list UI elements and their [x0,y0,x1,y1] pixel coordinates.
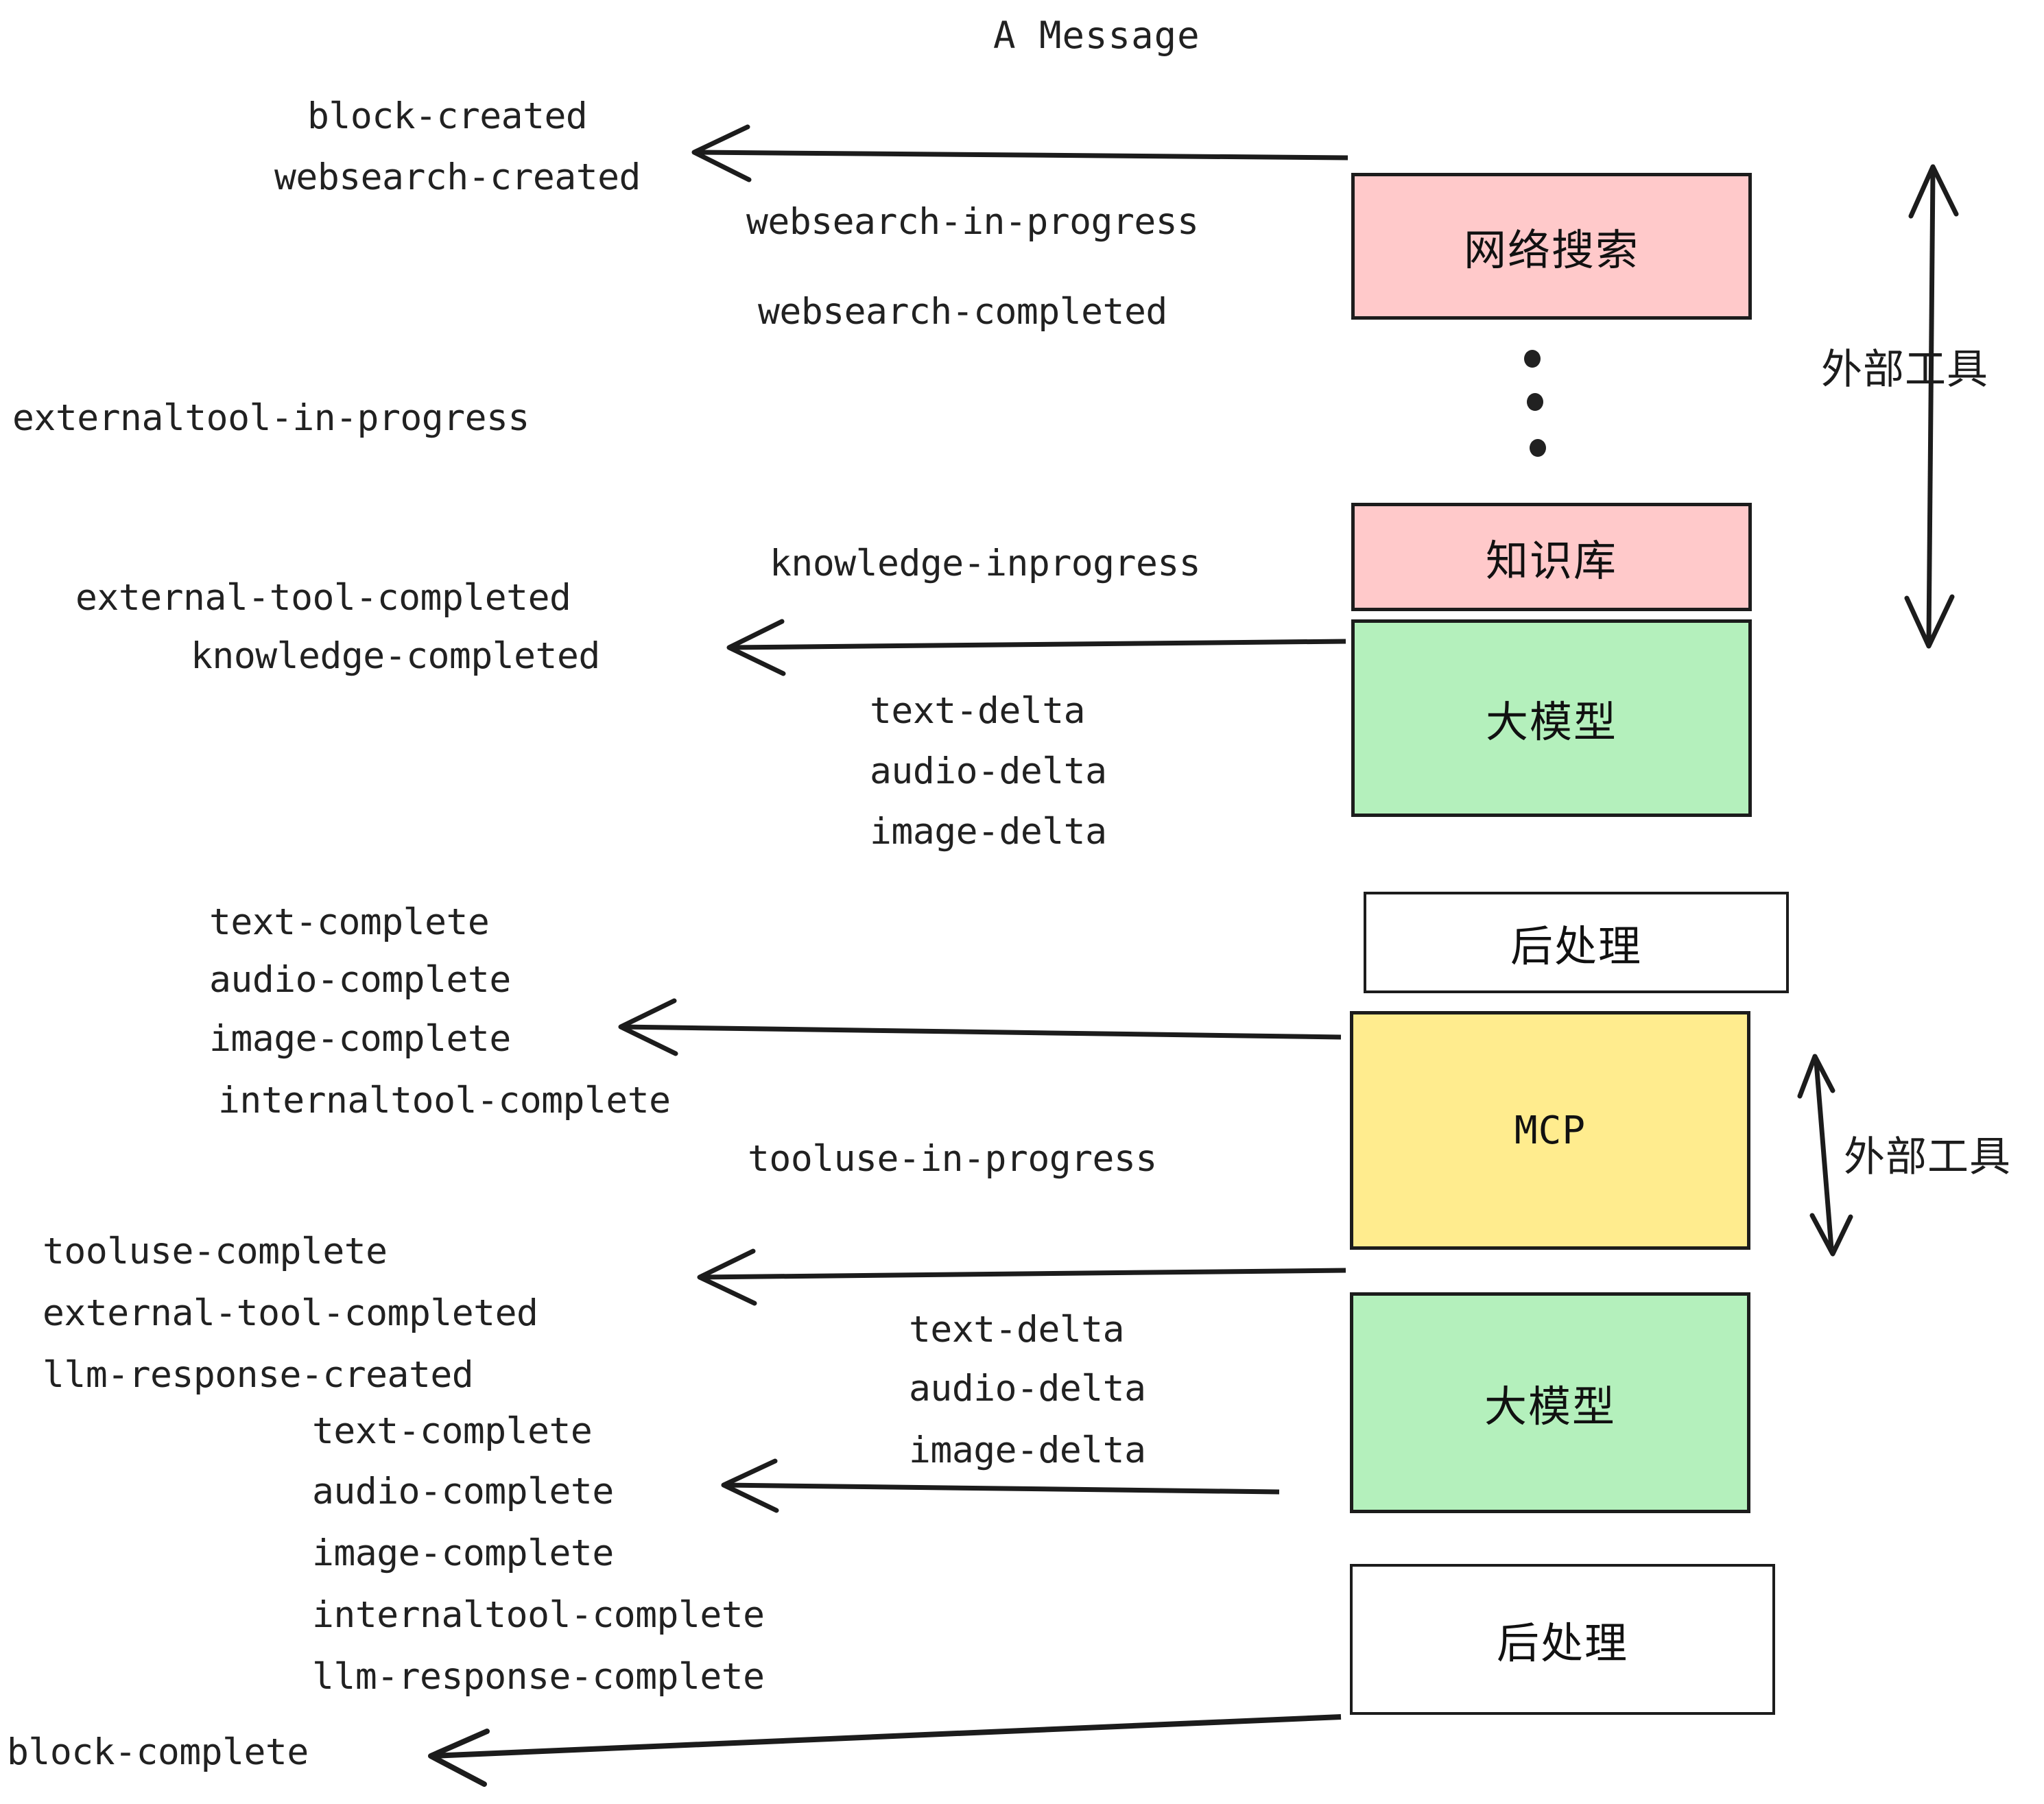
event-tooluse-complete: tooluse-complete [43,1231,388,1272]
arrow-websearch-to-block-created [691,124,1348,182]
node-postprocess-2-label: 后处理 [1496,1618,1628,1668]
side-label-external-tool-mid: 外部工具 [1844,1133,2011,1181]
event-text-delta-1: text-delta [870,690,1086,732]
node-mcp-label: MCP [1514,1108,1587,1153]
event-externaltool-in-progress: externaltool-in-progress [12,397,530,439]
event-llm-response-complete: llm-response-complete [312,1656,765,1698]
event-audio-delta-2: audio-delta [909,1368,1146,1410]
ellipsis-dot-1 [1524,350,1541,368]
arrow-llm2-to-audio-complete [721,1458,1280,1513]
node-postprocess-1-label: 后处理 [1510,921,1642,971]
event-image-complete-1: image-complete [209,1018,511,1060]
event-image-complete-2: image-complete [312,1532,614,1574]
arrow-post1-to-image-complete [618,998,1342,1056]
event-image-delta-2: image-delta [909,1429,1146,1471]
event-internaltool-complete-1: internaltool-complete [218,1080,671,1121]
event-text-complete-2: text-complete [312,1410,593,1452]
event-llm-response-created: llm-response-created [43,1354,474,1396]
event-internaltool-complete-2: internaltool-complete [312,1594,765,1636]
event-audio-complete-1: audio-complete [209,959,511,1001]
event-websearch-created: websearch-created [274,156,641,198]
arrow-post2-to-block-complete [428,1714,1342,1787]
node-llm-1-label: 大模型 [1485,697,1617,747]
arrow-mcp-to-tooluse-complete [697,1248,1346,1306]
event-block-created: block-created [307,95,588,137]
event-external-tool-completed-1: external-tool-completed [75,577,571,619]
node-knowledge[interactable]: 知识库 [1351,503,1752,611]
ellipsis-dot-2 [1527,393,1543,411]
event-audio-complete-2: audio-complete [312,1471,614,1512]
event-knowledge-completed: knowledge-completed [191,635,600,677]
node-llm-2-label: 大模型 [1484,1381,1616,1432]
event-websearch-completed: websearch-completed [758,291,1167,333]
node-mcp[interactable]: MCP [1350,1011,1750,1250]
external-tool-range-arrow-mid [1797,1054,1853,1257]
arrow-knowledge-to-completed [726,619,1346,676]
event-block-complete: block-complete [7,1731,309,1773]
page-title: A Message [993,14,1200,57]
event-websearch-in-progress: websearch-in-progress [746,201,1199,243]
external-tool-range-arrow-top [1904,164,1959,649]
ellipsis-dot-3 [1530,439,1546,457]
node-llm-2[interactable]: 大模型 [1350,1292,1750,1513]
node-postprocess-2[interactable]: 后处理 [1350,1564,1775,1715]
event-external-tool-completed-2: external-tool-completed [43,1292,538,1334]
node-websearch[interactable]: 网络搜索 [1351,173,1752,320]
event-knowledge-inprogress: knowledge-inprogress [770,543,1201,584]
event-text-delta-2: text-delta [909,1309,1125,1351]
event-tooluse-in-progress: tooluse-in-progress [748,1138,1157,1180]
event-image-delta-1: image-delta [870,811,1107,853]
node-llm-1[interactable]: 大模型 [1351,619,1752,817]
node-postprocess-1[interactable]: 后处理 [1364,892,1789,993]
node-websearch-label: 网络搜索 [1463,225,1639,275]
event-audio-delta-1: audio-delta [870,750,1107,792]
node-knowledge-label: 知识库 [1485,536,1617,586]
side-label-external-tool-top: 外部工具 [1821,346,1988,394]
event-text-complete-1: text-complete [209,901,490,943]
